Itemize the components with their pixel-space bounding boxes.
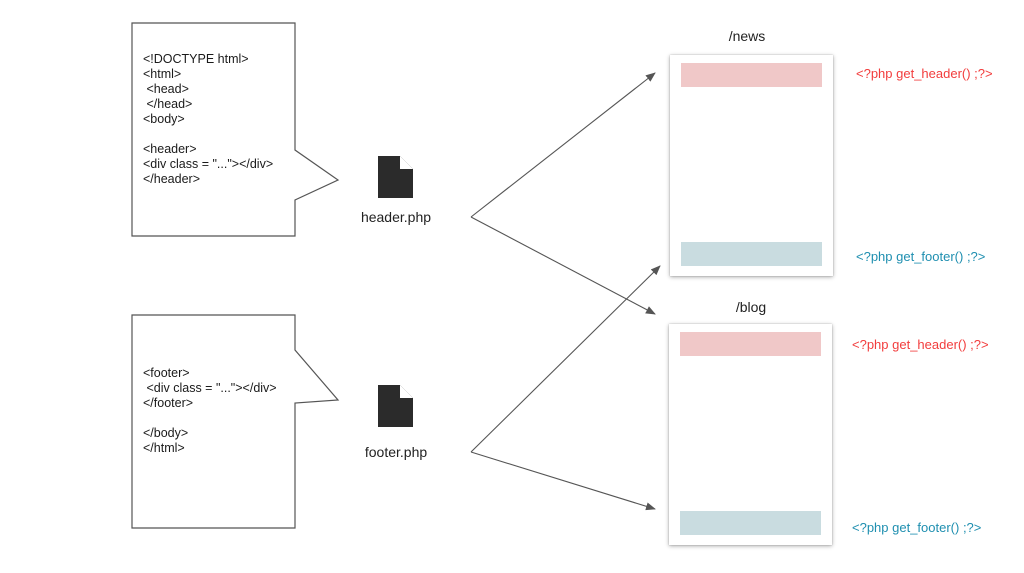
arrow-footer-to-news [470,265,661,453]
footer-file-icon [378,385,413,427]
header-code-callout [131,22,340,237]
news-page-mockup [670,55,833,276]
news-footer-slot [681,242,822,266]
news-get-footer-call: <?php get_footer() ;?> [856,249,986,264]
news-header-slot [681,63,822,87]
code-line: </header> [143,172,200,186]
blog-get-footer-call: <?php get_footer() ;?> [852,520,982,535]
code-line: <body> [143,112,185,126]
code-line: <div class = "..."></div> [143,381,277,395]
blog-header-slot [680,332,821,356]
code-line: </body> [143,426,189,440]
code-line: </html> [143,441,185,455]
footer-code-callout [131,314,340,529]
arrow-header-to-blog [470,216,656,315]
code-line: <footer> [143,366,190,380]
blog-get-header-call: <?php get_header() ;?> [852,337,989,352]
blog-page-mockup [669,324,832,545]
news-page-label: /news [728,28,766,44]
header-code-snippet: <!DOCTYPE html> <html> <head> </head> <b… [143,52,273,187]
header-file-icon [378,156,413,198]
code-line: <header> [143,142,197,156]
blog-footer-slot [680,511,821,535]
code-line: <html> [143,67,182,81]
code-line [143,127,273,142]
arrow-footer-to-blog [470,451,656,511]
code-line: <head> [143,82,189,96]
blog-page-label: /blog [735,299,767,315]
code-line [143,411,277,426]
arrow-header-to-news [470,72,656,218]
code-line: </head> [143,97,193,111]
footer-code-snippet: <footer> <div class = "..."></div> </foo… [143,366,277,456]
news-get-header-call: <?php get_header() ;?> [856,66,993,81]
header-file-label: header.php [360,209,432,225]
code-line: <!DOCTYPE html> [143,52,249,66]
code-line: <div class = "..."></div> [143,157,274,171]
code-line: </footer> [143,396,194,410]
footer-file-label: footer.php [364,444,428,460]
